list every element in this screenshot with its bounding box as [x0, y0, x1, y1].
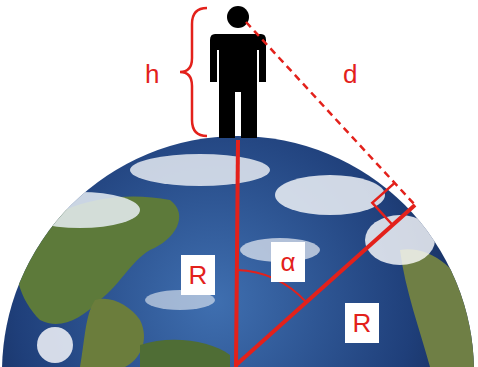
dimension-label: h — [145, 61, 159, 87]
dimension-label: d — [343, 61, 357, 87]
radius-line — [236, 205, 415, 365]
earth-surface — [16, 154, 478, 367]
symbol-text: R — [189, 262, 208, 288]
earth — [2, 136, 474, 367]
symbol-text: α — [280, 249, 295, 275]
person-silhouette — [210, 6, 266, 138]
symbol-text: R — [353, 310, 372, 336]
right-angle-mark — [372, 183, 394, 225]
label-box: R — [345, 303, 379, 343]
label-box: R — [181, 255, 215, 295]
tangent-line — [246, 22, 415, 205]
radius-line — [236, 140, 238, 367]
height-bracket — [180, 8, 207, 136]
label-box: α — [271, 242, 305, 282]
